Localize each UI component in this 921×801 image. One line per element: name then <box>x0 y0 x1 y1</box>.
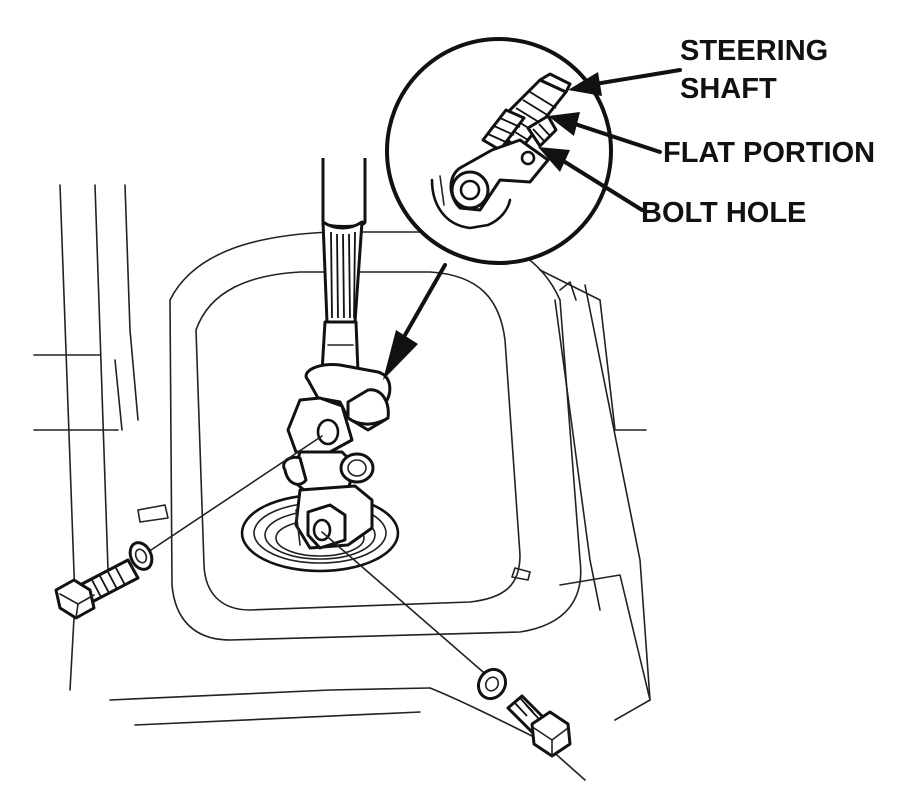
steering-column-shaft <box>320 158 367 374</box>
upper-joint-bolt <box>54 558 140 620</box>
floor-panel-outline <box>33 184 651 781</box>
flat-portion-label: FLAT PORTION <box>663 137 875 169</box>
steering-shaft-callout <box>568 68 682 96</box>
flat-portion-callout <box>548 112 662 154</box>
lower-joint-bolt <box>506 694 572 758</box>
detail-pointer-arrow <box>383 263 447 380</box>
bolt-leader-lines <box>147 435 491 679</box>
bolt-hole-callout <box>538 147 644 212</box>
steering-shaft-label-line2: SHAFT <box>680 73 777 105</box>
detail-inset <box>385 37 613 265</box>
universal-joint <box>282 362 392 550</box>
lower-joint-washer <box>476 667 508 701</box>
steering-shaft-label-line1: STEERING <box>680 35 828 67</box>
bolt-hole-label: BOLT HOLE <box>641 197 806 229</box>
upper-joint-washer <box>128 541 154 571</box>
